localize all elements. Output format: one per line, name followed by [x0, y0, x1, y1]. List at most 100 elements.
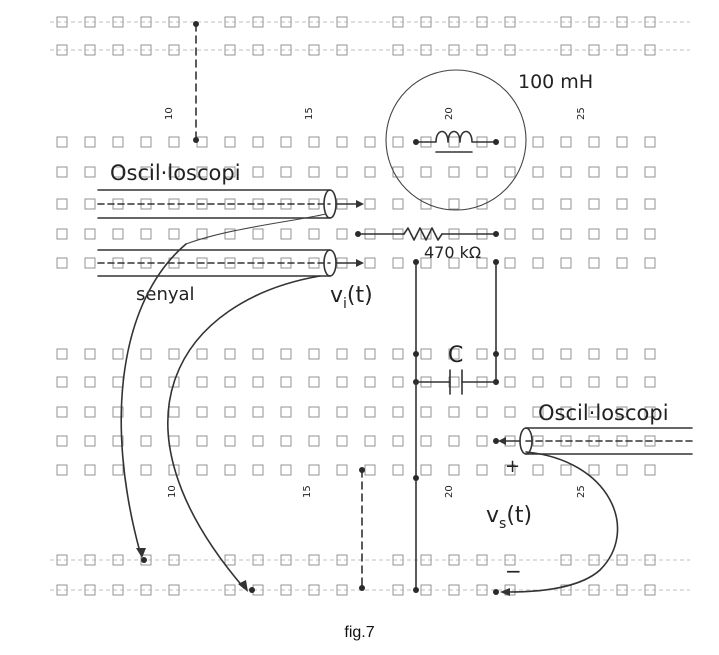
breadboard-hole: [84, 228, 96, 240]
breadboard-hole: [140, 435, 152, 447]
breadboard-hole: [280, 464, 292, 476]
col-label-15-top: 15: [304, 107, 315, 120]
breadboard-hole: [224, 136, 236, 148]
breadboard-hole: [224, 464, 236, 476]
breadboard-hole: [140, 464, 152, 476]
breadboard-hole: [280, 376, 292, 388]
breadboard-hole: [168, 166, 180, 178]
breadboard-hole: [532, 198, 544, 210]
breadboard-hole: [336, 464, 348, 476]
inductance-label: 100 mH: [518, 71, 593, 93]
breadboard-hole: [336, 166, 348, 178]
oscilloscope-right-probe: [493, 427, 693, 596]
breadboard-hole: [588, 228, 600, 240]
breadboard-hole: [56, 228, 68, 240]
top-dashed-jumper: [193, 21, 199, 143]
vi-subscript: i: [343, 296, 347, 312]
breadboard-hole: [252, 136, 264, 148]
col-label-20-bottom: 20: [444, 485, 455, 498]
breadboard-hole: [252, 166, 264, 178]
oscilloscope-right-label: Oscil·loscopi: [538, 401, 669, 425]
breadboard-hole: [420, 406, 432, 418]
breadboard-hole: [308, 435, 320, 447]
breadboard-hole: [448, 136, 460, 148]
breadboard-hole: [560, 228, 572, 240]
breadboard-hole: [336, 406, 348, 418]
breadboard-hole: [504, 406, 516, 418]
breadboard-hole: [644, 376, 656, 388]
col-label-25-top: 25: [576, 107, 587, 120]
breadboard-hole: [364, 406, 376, 418]
vi-label: vi(t): [330, 283, 373, 312]
col-label-10-bottom: 10: [167, 485, 178, 498]
breadboard-hole: [420, 198, 432, 210]
breadboard-hole: [532, 228, 544, 240]
breadboard-hole: [476, 406, 488, 418]
breadboard-hole: [336, 348, 348, 360]
breadboard-hole: [532, 348, 544, 360]
resistor: [355, 227, 499, 241]
capacitor-circuit: [413, 259, 499, 593]
breadboard-hole: [196, 348, 208, 360]
breadboard-hole: [476, 198, 488, 210]
breadboard-hole: [392, 435, 404, 447]
breadboard-hole: [140, 166, 152, 178]
breadboard-hole: [308, 166, 320, 178]
oscilloscope-left-label: Oscil·loscopi: [110, 161, 241, 185]
breadboard-hole: [616, 464, 628, 476]
breadboard-hole: [112, 136, 124, 148]
breadboard-hole: [252, 406, 264, 418]
breadboard-hole: [364, 257, 376, 269]
signal-label: senyal: [136, 284, 195, 305]
breadboard-hole: [476, 257, 488, 269]
breadboard-hole: [644, 348, 656, 360]
breadboard-hole: [224, 406, 236, 418]
breadboard-hole: [616, 376, 628, 388]
breadboard-hole: [308, 348, 320, 360]
breadboard-hole: [140, 376, 152, 388]
breadboard-hole: [364, 198, 376, 210]
breadboard-hole: [448, 435, 460, 447]
breadboard-hole: [280, 166, 292, 178]
breadboard-hole: [56, 198, 68, 210]
breadboard-hole: [168, 228, 180, 240]
breadboard-hole: [644, 136, 656, 148]
breadboard-hole: [280, 406, 292, 418]
breadboard-hole: [392, 166, 404, 178]
breadboard-hole: [392, 464, 404, 476]
breadboard-hole: [588, 406, 600, 418]
breadboard-hole: [252, 228, 264, 240]
breadboard-hole: [420, 348, 432, 360]
breadboard-hole: [588, 348, 600, 360]
breadboard-hole: [84, 464, 96, 476]
breadboard-hole: [560, 136, 572, 148]
breadboard-hole: [588, 376, 600, 388]
breadboard-hole: [280, 136, 292, 148]
breadboard-hole: [448, 464, 460, 476]
top-rail-lines: [50, 21, 690, 591]
breadboard-hole: [112, 166, 124, 178]
breadboard-hole: [308, 464, 320, 476]
breadboard-hole: [532, 406, 544, 418]
breadboard-hole: [364, 136, 376, 148]
breadboard-hole: [224, 228, 236, 240]
breadboard-hole: [616, 228, 628, 240]
breadboard-hole: [644, 406, 656, 418]
breadboard-hole: [448, 348, 460, 360]
breadboard-hole: [56, 376, 68, 388]
breadboard-hole: [476, 348, 488, 360]
breadboard-hole: [168, 406, 180, 418]
breadboard-hole: [196, 464, 208, 476]
breadboard-hole: [392, 376, 404, 388]
breadboard-hole: [616, 406, 628, 418]
breadboard-hole: [336, 376, 348, 388]
breadboard-hole: [420, 257, 432, 269]
breadboard-hole: [112, 348, 124, 360]
breadboard-hole: [252, 464, 264, 476]
breadboard-hole: [532, 136, 544, 148]
breadboard-hole: [84, 198, 96, 210]
breadboard-hole: [364, 464, 376, 476]
breadboard-hole: [196, 376, 208, 388]
vi-symbol: v: [330, 283, 343, 308]
breadboard-hole: [336, 136, 348, 148]
